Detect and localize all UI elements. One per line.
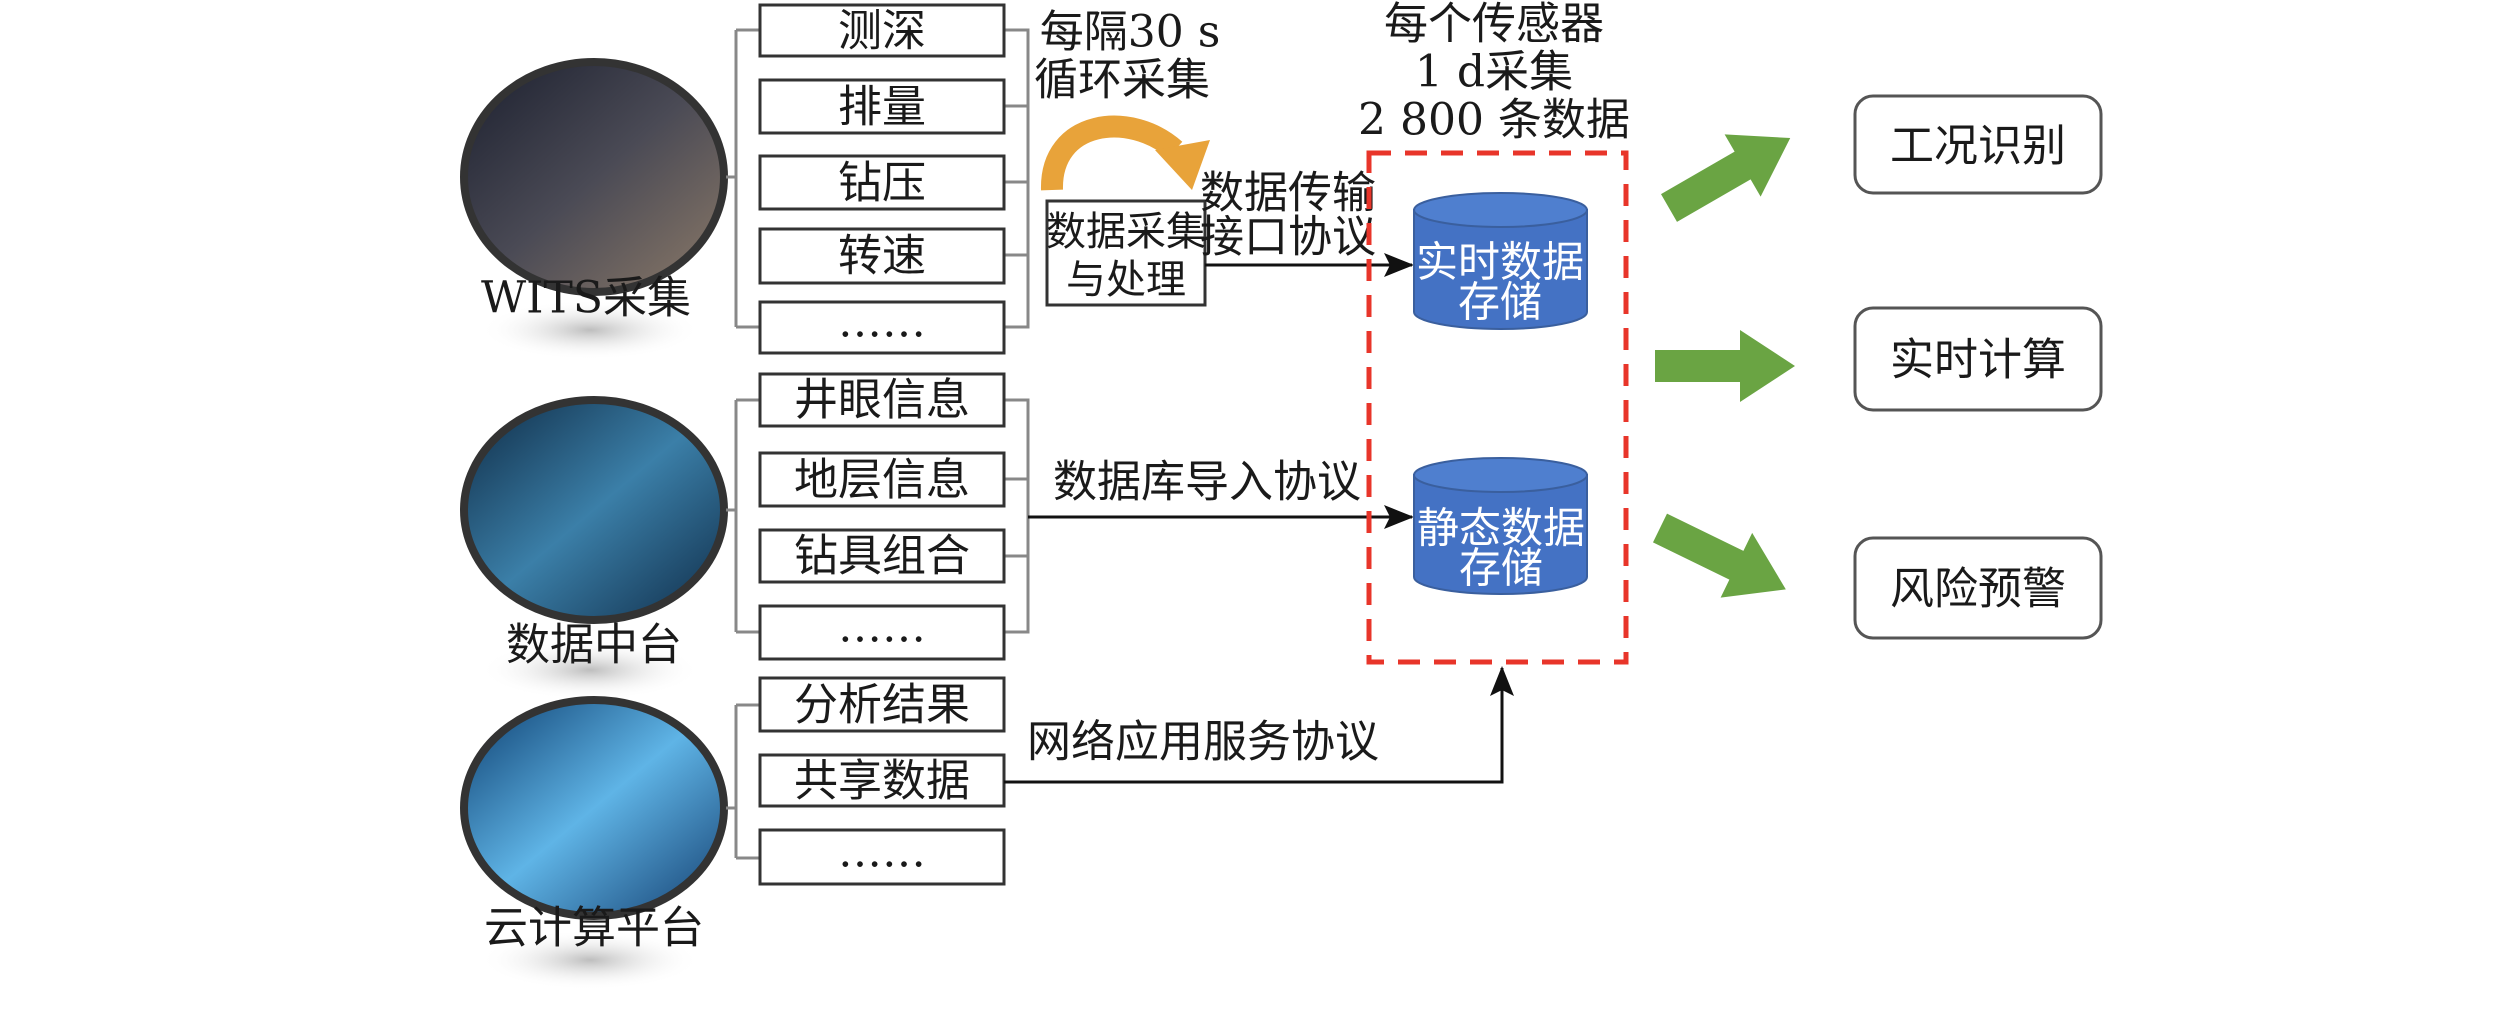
item-box: 共享数据: [758, 753, 1006, 808]
item-label: 共享数据: [794, 756, 970, 807]
cycle-arrow-icon: [1040, 115, 1210, 191]
item-label: 井眼信息: [794, 375, 970, 426]
item-label: 排量: [838, 82, 926, 133]
item-label: ……: [838, 297, 926, 348]
label-shadow: [480, 640, 700, 700]
item-box: 排量: [758, 78, 1006, 135]
item-box: 钻压: [758, 154, 1006, 211]
item-label: ……: [838, 827, 926, 878]
item-box: 转速: [758, 227, 1006, 285]
output-label: 实时计算: [1890, 335, 2066, 386]
arrow-right-icon: [1655, 330, 1795, 402]
output-label: 工况识别: [1890, 121, 2066, 172]
cloud-protocol-label: 网络应用服务协议: [1027, 717, 1379, 768]
item-box: 地层信息: [758, 451, 1006, 508]
storage-note-line3: 2 800 条数据: [1358, 95, 1630, 146]
item-box: 井眼信息: [758, 372, 1006, 428]
wits-protocol-line2: 接口协议: [1200, 212, 1376, 263]
cycle-note-line1: 每隔30 s: [1040, 7, 1221, 58]
processing-line1: 数据采集: [1046, 209, 1206, 255]
item-box: ……: [758, 297, 1006, 355]
storage-dashed-box: [1366, 150, 1629, 665]
wits-protocol-line1: 数据传输: [1200, 168, 1376, 219]
cylinder-label-line1: 实时数据: [1416, 238, 1584, 287]
output-label: 风险预警: [1890, 564, 2066, 615]
item-label: 钻压: [838, 158, 926, 209]
arrow-to-storage-box: [1004, 666, 1514, 784]
cycle-note-line2: 循环采集: [1034, 55, 1210, 106]
cylinder-label-line2: 存储: [1459, 544, 1543, 593]
source-data-platform: 数据中台 井眼信息 地层信息 钻具组合 ……: [460, 372, 1030, 700]
item-box: 钻具组合: [758, 528, 1006, 584]
item-label: 地层信息: [794, 455, 970, 506]
arrow-right-icon: [1652, 513, 1786, 598]
wits-image: [460, 58, 728, 296]
output-box: 工况识别: [1853, 94, 2103, 195]
processing-box: 数据采集 与处理: [1045, 199, 1207, 307]
output-box: 实时计算: [1853, 306, 2103, 412]
bracket-right: [1004, 398, 1030, 634]
bracket-left: [726, 28, 760, 329]
storage-note-line1: 每个传感器: [1384, 0, 1604, 50]
bracket-left: [726, 398, 760, 634]
cloud-platform-image: [460, 696, 728, 920]
cylinder-label-line1: 静态数据: [1417, 504, 1585, 553]
item-box: 分析结果: [758, 676, 1006, 733]
data-platform-image: [460, 396, 728, 624]
source-label: 数据中台: [506, 620, 682, 671]
processing-line2: 与处理: [1066, 257, 1186, 303]
label-shadow: [480, 300, 700, 360]
item-box: ……: [758, 602, 1006, 661]
item-label: 钻具组合: [794, 531, 970, 582]
source-cloud-platform: 云计算平台 分析结果 共享数据 ……: [460, 676, 1006, 990]
source-label: 云计算平台: [484, 903, 704, 954]
cylinder-label-line2: 存储: [1458, 278, 1542, 327]
source-wits: WITS采集 测深 排量 钻压 转速 ……: [460, 3, 1030, 360]
item-label: 分析结果: [794, 680, 970, 731]
static-storage-cylinder: 静态数据 存储: [1413, 457, 1588, 595]
item-box: ……: [758, 827, 1006, 886]
output-box: 风险预警: [1853, 536, 2103, 640]
green-arrows: [1652, 134, 1795, 598]
storage-note-line2: 1 d采集: [1415, 47, 1573, 98]
bracket-right: [1004, 28, 1030, 329]
item-label: 转速: [838, 231, 926, 282]
platform-protocol-label: 数据库导入协议: [1053, 457, 1361, 508]
source-label: WITS采集: [481, 273, 691, 324]
item-label: 测深: [838, 6, 926, 57]
item-box: 测深: [758, 3, 1006, 58]
realtime-storage-cylinder: 实时数据 存储: [1413, 192, 1588, 330]
arrow-right-icon: [1661, 134, 1791, 222]
item-label: ……: [838, 602, 926, 653]
bracket-left: [726, 703, 760, 860]
label-shadow: [480, 930, 700, 990]
